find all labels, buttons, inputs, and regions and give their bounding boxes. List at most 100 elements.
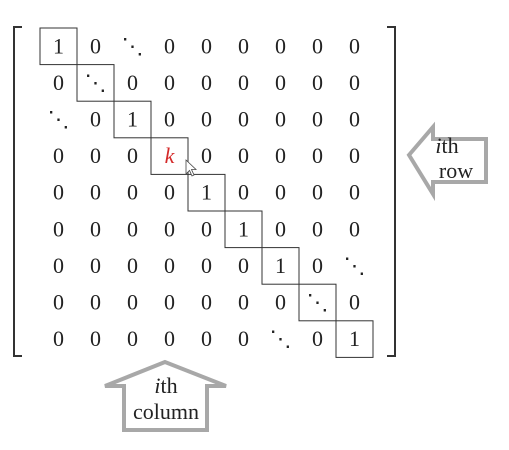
matrix-cell: 0: [312, 180, 323, 205]
matrix-cell: 0: [127, 180, 138, 205]
left-bracket: [13, 26, 22, 357]
matrix-cell: 0: [349, 70, 360, 95]
matrix-cell: 0: [201, 107, 212, 132]
matrix-cell: 0: [164, 180, 175, 205]
row-arrow-label-line2: row: [439, 158, 473, 183]
matrix-cell: 0: [127, 70, 138, 95]
matrix-cell: 0: [164, 290, 175, 315]
matrix-cell: 0: [238, 326, 249, 351]
diagonal-cell-box: [187, 173, 226, 212]
matrix-cell: 0: [238, 180, 249, 205]
matrix-cell: 0: [275, 180, 286, 205]
matrix-cell: 0: [164, 107, 175, 132]
matrix-cell: 0: [53, 253, 64, 278]
matrix-cell: 0: [127, 253, 138, 278]
matrix-cell: ⋱: [270, 326, 292, 351]
diagonal-box-path: [39, 27, 374, 358]
matrix-cell: 0: [90, 33, 101, 58]
matrix-cell: 0: [53, 143, 64, 168]
diagonal-cell-box: [298, 283, 337, 322]
diagonal-cell-box: [113, 100, 152, 139]
matrix-cell: 0: [90, 216, 101, 241]
matrix-cell: 0: [275, 70, 286, 95]
matrix-cell: 1: [275, 253, 286, 278]
matrix-cell: 0: [53, 180, 64, 205]
diagonal-cell-box: [39, 27, 78, 66]
matrix-cell: 1: [238, 216, 249, 241]
matrix-cell: 0: [201, 253, 212, 278]
matrix-cell: 0: [349, 216, 360, 241]
matrix-cell: ⋱: [85, 70, 107, 95]
matrix-cell: 0: [312, 107, 323, 132]
matrix-cell: 0: [90, 107, 101, 132]
right-bracket: [387, 26, 396, 357]
matrix-cell: 0: [53, 326, 64, 351]
matrix-cell: 0: [201, 326, 212, 351]
mouse-cursor-icon: [185, 159, 198, 177]
matrix-cell: 0: [127, 143, 138, 168]
matrix-cell: 0: [275, 143, 286, 168]
up-arrow-icon: [104, 359, 227, 432]
diagonal-cell-box: [150, 137, 189, 175]
matrix-cell: 0: [238, 33, 249, 58]
matrix-cell: 0: [53, 290, 64, 315]
matrix-cell: ⋱: [307, 290, 329, 315]
matrix-cell: 0: [349, 180, 360, 205]
matrix-cell: 0: [201, 216, 212, 241]
matrix-cell: 0: [201, 143, 212, 168]
matrix-cell: 0: [312, 70, 323, 95]
matrix-cell: 0: [275, 216, 286, 241]
matrix-cell: 0: [90, 253, 101, 278]
matrix-cell: 0: [312, 253, 323, 278]
matrix-cell: 0: [201, 33, 212, 58]
matrix-cell: 0: [90, 290, 101, 315]
matrix-cell: 0: [238, 107, 249, 132]
matrix-cell: 0: [164, 70, 175, 95]
matrix-cell: 0: [201, 290, 212, 315]
matrix-cell: 0: [90, 326, 101, 351]
row-arrow-label-line1: ith: [435, 133, 458, 158]
matrix-cell: 0: [164, 216, 175, 241]
matrix-cell: 0: [238, 290, 249, 315]
ith-column-arrow: ith column: [104, 359, 227, 432]
matrix-cell: 0: [164, 253, 175, 278]
matrix-cell: 0: [312, 216, 323, 241]
matrix-cell: 0: [312, 326, 323, 351]
matrix-cell: 0: [275, 107, 286, 132]
matrix-cell: 0: [238, 143, 249, 168]
left-arrow-icon: [406, 121, 488, 202]
diagonal-cell-box: [335, 320, 374, 358]
matrix-cell: 0: [53, 70, 64, 95]
matrix-cell: 0: [127, 216, 138, 241]
matrix-cell: 0: [127, 290, 138, 315]
matrix-cell: 0: [275, 33, 286, 58]
matrix-cell: 0: [127, 326, 138, 351]
matrix-cell: 0: [312, 33, 323, 58]
matrix-cell: 0: [349, 290, 360, 315]
matrix-cell: 0: [275, 290, 286, 315]
matrix-cell-k: k: [165, 143, 176, 168]
matrix-cell: 0: [53, 216, 64, 241]
matrix-cell: 0: [164, 33, 175, 58]
diagonal-cell-box: [224, 210, 263, 249]
diagonal-cell-box: [76, 64, 115, 102]
matrix-cell: 0: [349, 143, 360, 168]
matrix-cell: 0: [90, 143, 101, 168]
matrix-cell: ⋱: [48, 107, 70, 132]
matrix-cell: 0: [238, 70, 249, 95]
column-arrow-label-line1: ith: [154, 373, 177, 398]
matrix-cell: 1: [349, 326, 360, 351]
matrix-cell: 0: [201, 70, 212, 95]
matrix-cell: 1: [127, 107, 138, 132]
matrix-cell: ⋱: [122, 33, 144, 58]
matrix-cell: 0: [312, 143, 323, 168]
matrix-cell: 0: [349, 107, 360, 132]
column-arrow-label-line2: column: [133, 399, 199, 424]
matrix-cell: 0: [90, 180, 101, 205]
ith-row-arrow: ith row: [406, 121, 488, 202]
matrix-cell: 1: [201, 180, 212, 205]
matrix-cell: 1: [53, 33, 64, 58]
matrix-cell: 0: [349, 33, 360, 58]
